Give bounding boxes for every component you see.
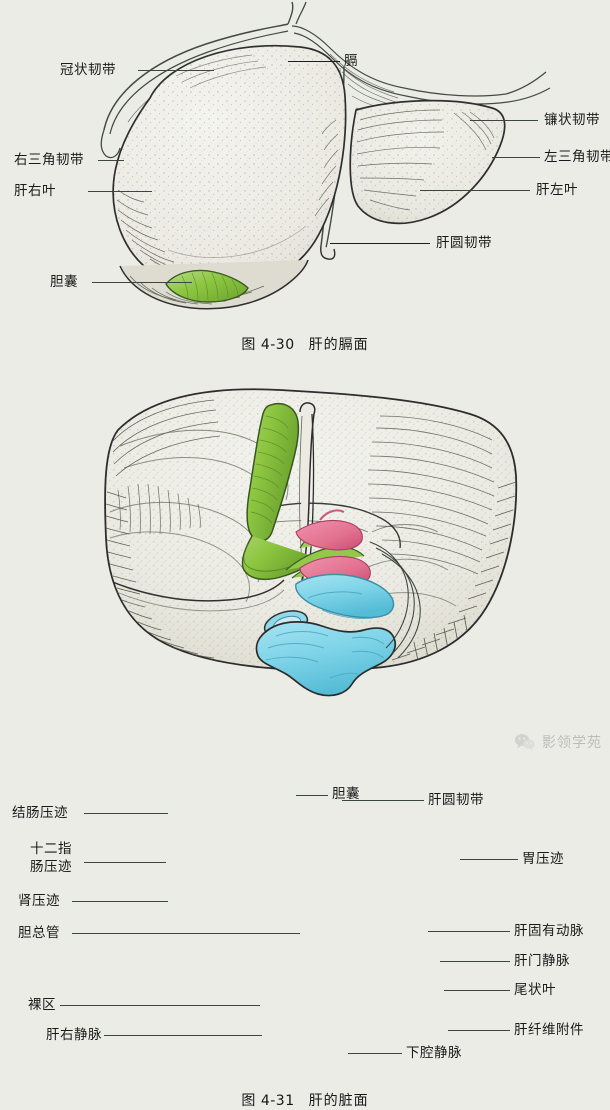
caption-title-4-31: 肝的脏面 (308, 1093, 369, 1109)
liver-diaphragmatic-illustration (100, 1, 551, 310)
gallbladder-visceral (241, 402, 319, 581)
label-left-triangular-ligament: 左三角韧带 (544, 149, 610, 165)
label-right-lobe-of-liver: 肝右叶 (14, 183, 56, 199)
leader-gallbladder-fig2 (296, 795, 328, 796)
caption-title-4-30: 肝的膈面 (308, 337, 369, 353)
caption-number-4-30: 图 4-30 (241, 337, 295, 353)
right-lobe-of-liver (112, 44, 347, 293)
figure-diaphragmatic-surface: 冠状韧带 膈 右三角韧带 肝右叶 胆囊 镰状韧带 左三角韧带 肝左叶 肝圆韧带 … (0, 0, 610, 368)
label-right-triangular-ligament: 右三角韧带 (14, 152, 84, 168)
label-hepatic-portal-vein: 肝门静脉 (514, 953, 570, 969)
gallbladder (165, 269, 249, 303)
watermark: 影领学苑 (514, 732, 602, 752)
label-coronary-ligament: 冠状韧带 (60, 62, 116, 78)
leader-bare-area (60, 1005, 260, 1006)
label-bare-area: 裸区 (28, 997, 56, 1013)
label-gallbladder-fig2: 胆囊 (332, 786, 360, 802)
label-caudate-lobe: 尾状叶 (514, 982, 556, 998)
portal-vein (295, 573, 395, 619)
label-inferior-vena-cava: 下腔静脉 (406, 1045, 462, 1061)
leader-common-bile-duct (72, 933, 300, 934)
figure-visceral-surface: 结肠压迹 十二指 肠压迹 肾压迹 胆总管 裸区 肝右静脉 胆囊 肝圆韧带 胃压迹… (0, 372, 610, 1109)
leader-proper-hepatic-artery (428, 931, 510, 932)
label-right-hepatic-vein: 肝右静脉 (46, 1027, 102, 1043)
caption-figure-4-30: 图 4-30 肝的膈面 (0, 334, 610, 354)
label-duodenal-impression: 十二指 肠压迹 (18, 840, 84, 876)
label-duodenal-impression-line1: 十二指 (30, 841, 72, 857)
leader-right-hepatic-vein (104, 1035, 262, 1036)
label-left-lobe-of-liver: 肝左叶 (536, 182, 578, 198)
leader-falciform-ligament (470, 120, 538, 121)
label-colic-impression: 结肠压迹 (12, 805, 68, 821)
caption-number-4-31: 图 4-31 (241, 1093, 295, 1109)
leader-gallbladder-fig1 (92, 282, 192, 283)
label-diaphragm: 膈 (344, 53, 358, 69)
leader-round-ligament-fig1 (330, 243, 430, 244)
watermark-text: 影领学苑 (542, 735, 602, 751)
label-gallbladder-fig1: 胆囊 (50, 274, 78, 290)
label-falciform-ligament: 镰状韧带 (544, 112, 600, 128)
leader-gastric-impression (460, 859, 518, 860)
leader-hepatic-fibrous-appendix (448, 1030, 510, 1031)
left-lobe-of-liver (349, 99, 506, 225)
leader-left-lobe (420, 190, 530, 191)
leader-right-triangular-ligament (98, 160, 124, 161)
leader-coronary-ligament (138, 70, 214, 71)
label-proper-hepatic-artery: 肝固有动脉 (514, 923, 584, 939)
leader-hepatic-portal-vein (440, 961, 510, 962)
leader-diaphragm (288, 61, 340, 62)
leader-right-lobe (88, 191, 152, 192)
label-hepatic-fibrous-appendix: 肝纤维附件 (514, 1022, 584, 1038)
label-round-ligament-fig1: 肝圆韧带 (436, 235, 492, 251)
caption-figure-4-31: 图 4-31 肝的脏面 (0, 1090, 610, 1110)
inferior-vena-cava (255, 621, 397, 697)
leader-colic-impression (84, 813, 168, 814)
leader-left-triangular-ligament (492, 157, 540, 158)
leader-inferior-vena-cava (348, 1053, 402, 1054)
vessel-strands (369, 541, 421, 659)
label-common-bile-duct: 胆总管 (18, 925, 60, 941)
label-round-ligament-fig2: 肝圆韧带 (428, 792, 484, 808)
leader-caudate-lobe (444, 990, 510, 991)
liver-visceral-illustration (104, 388, 518, 697)
label-duodenal-impression-line2: 肠压迹 (30, 859, 72, 875)
label-gastric-impression: 胃压迹 (522, 851, 564, 867)
right-triangular-ligament-tip (100, 129, 121, 159)
liver-visceral-body (104, 388, 518, 697)
wechat-icon (514, 734, 535, 751)
label-renal-impression: 肾压迹 (18, 893, 60, 909)
leader-duodenal-impression (84, 862, 166, 863)
leader-renal-impression (72, 901, 168, 902)
